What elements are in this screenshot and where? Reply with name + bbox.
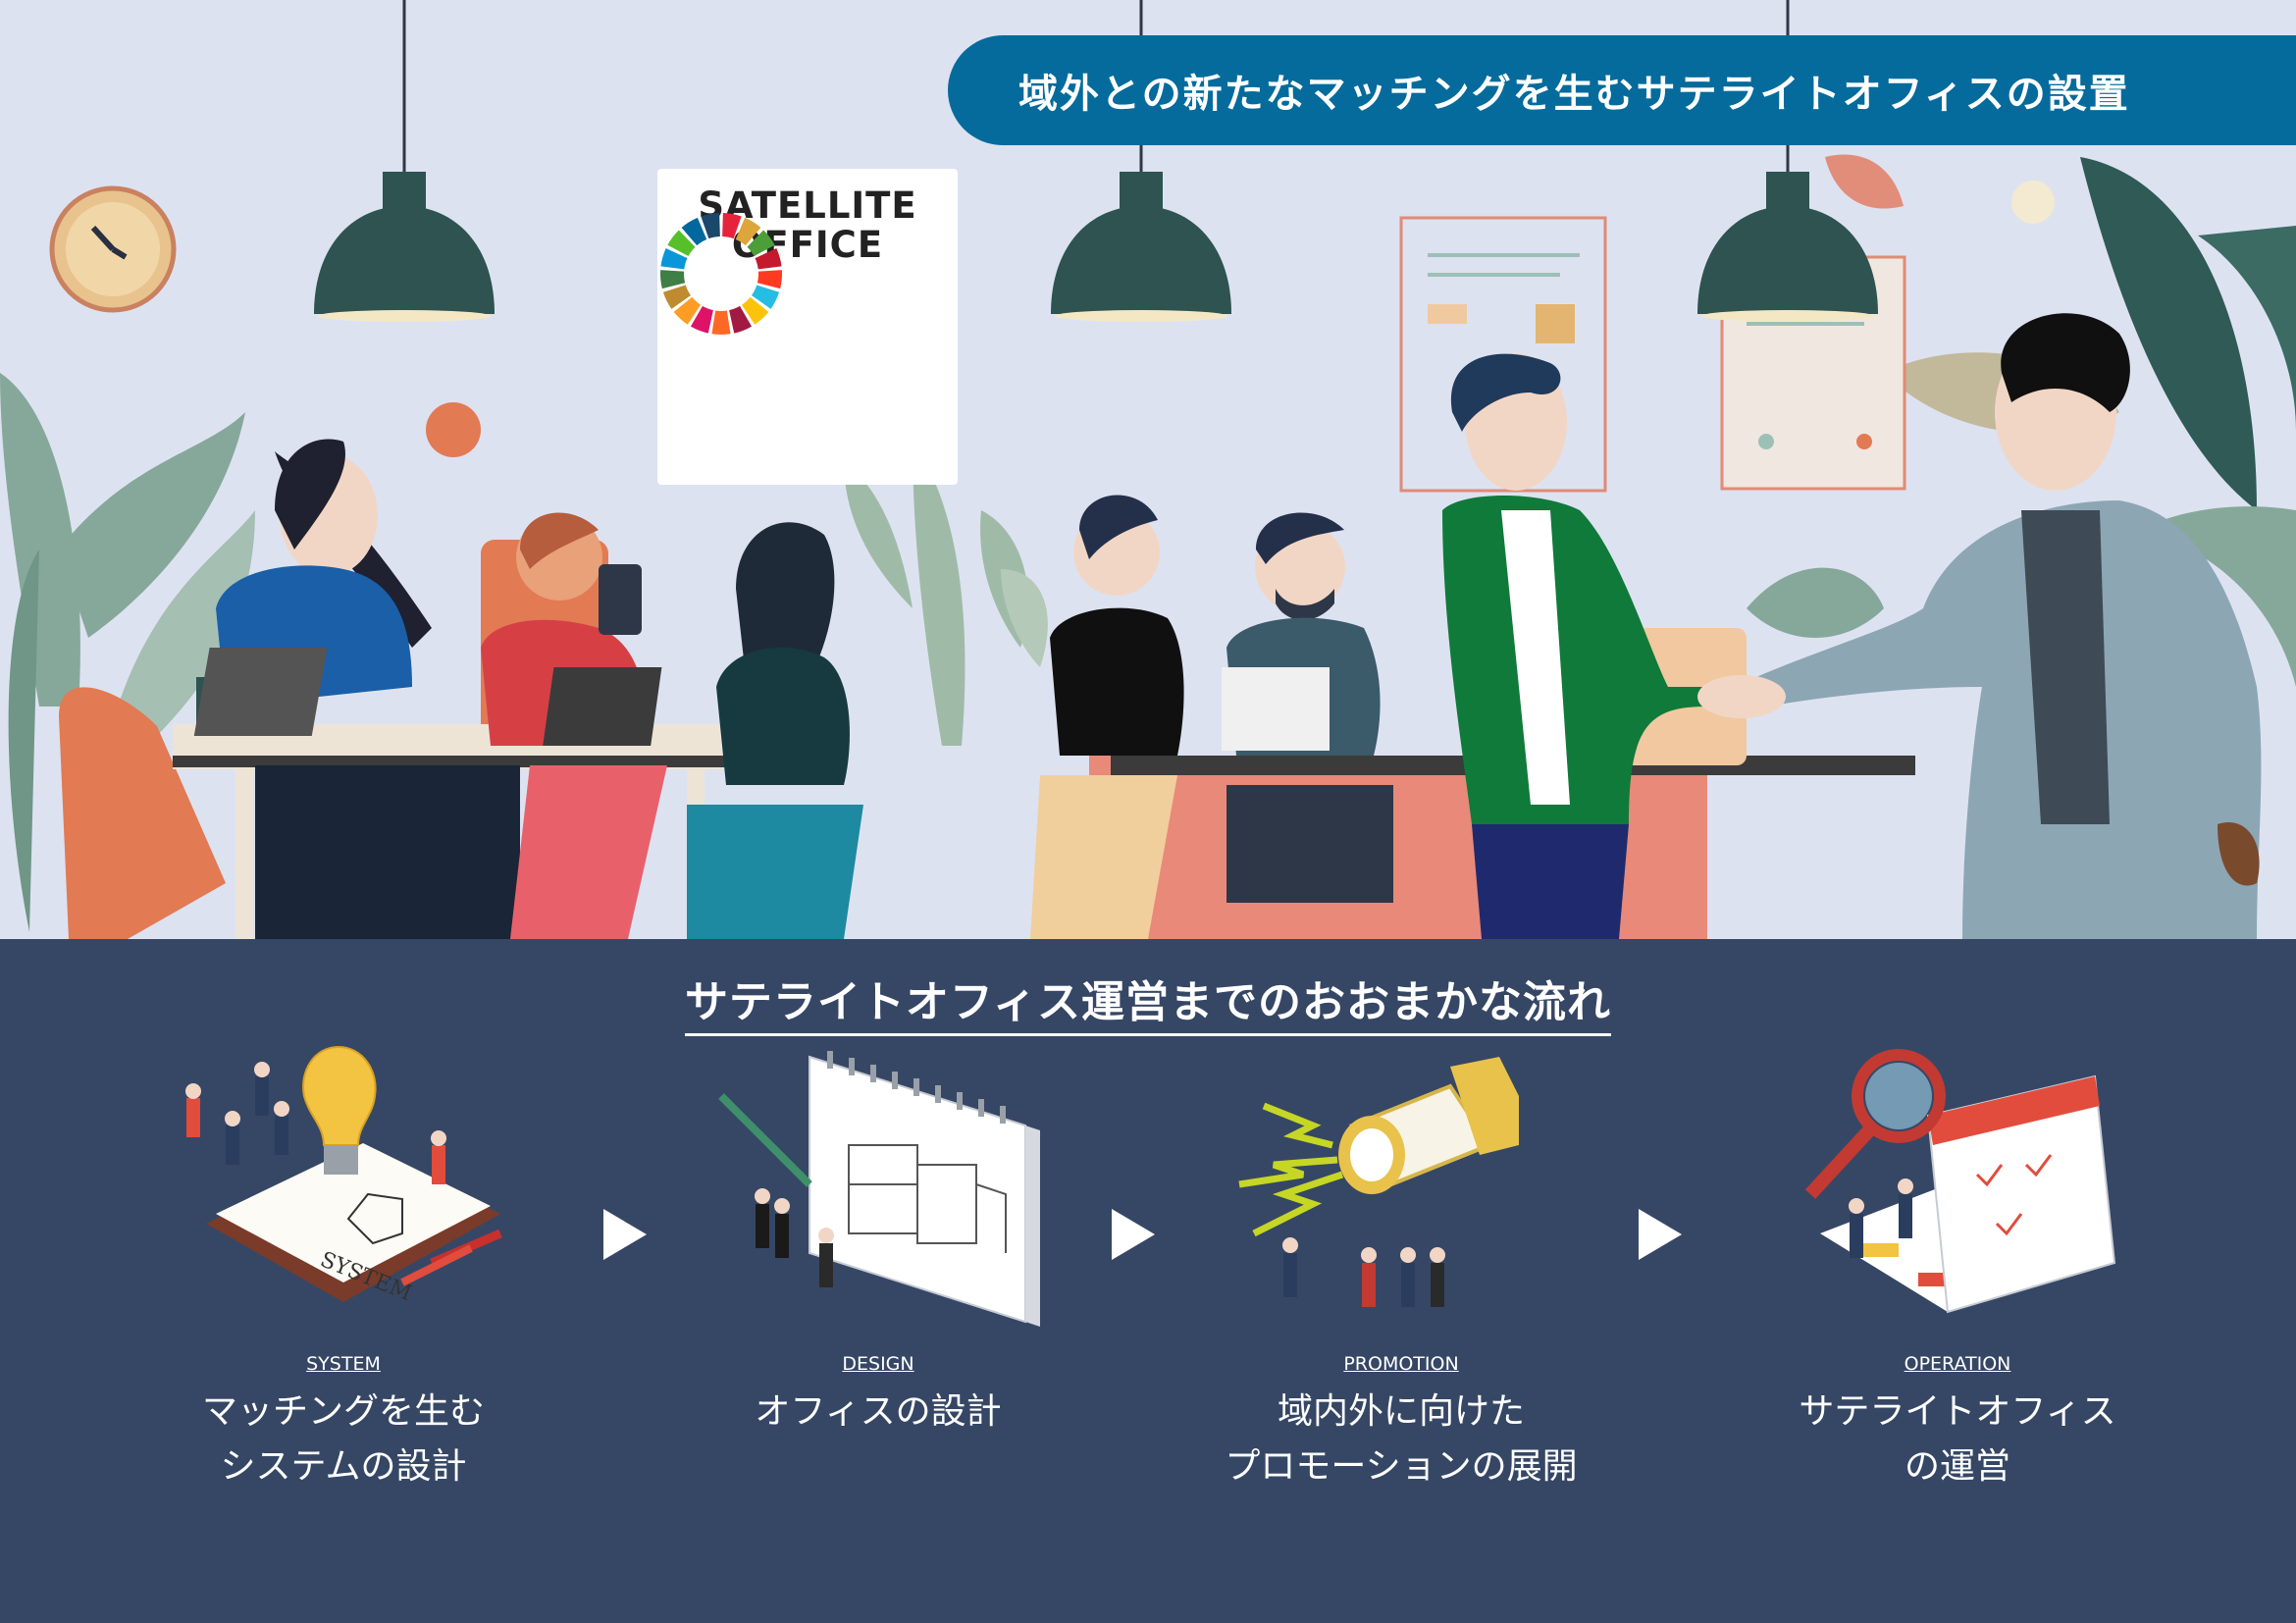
arrow-right-icon: [603, 1209, 647, 1260]
plant-center: [844, 442, 1048, 746]
sdg-segment: [757, 270, 782, 289]
sdg-segment: [735, 217, 761, 246]
sdg-wheel-icon: [660, 213, 782, 335]
person-man-green: [1442, 353, 1707, 939]
office-scene: [0, 0, 2296, 939]
step-design-en: DESIGN: [842, 1353, 914, 1375]
person-woman-teal: [687, 522, 863, 939]
sdg-segment: [681, 217, 707, 246]
plant-left: [0, 373, 255, 932]
sdg-segment: [741, 296, 769, 325]
sdg-segment: [660, 270, 686, 289]
megaphone-icon: [1238, 1057, 1519, 1307]
hero-illustration: 域外との新たなマッチングを生むサテライトオフィスの設置 SATELLITE OF…: [0, 0, 2296, 939]
person-man-gray: [1756, 313, 2262, 939]
lamp-icon: [314, 0, 1878, 322]
laptop-1: [193, 648, 328, 736]
sdg-segment: [711, 310, 731, 335]
decor-dot: [426, 402, 481, 457]
headline-text: 域外との新たなマッチングを生むサテライトオフィスの設置: [1018, 72, 2130, 117]
sdg-segment: [751, 285, 780, 309]
sdg-segment: [722, 213, 742, 239]
sdg-segment: [690, 305, 713, 334]
sdg-segment: [747, 230, 775, 257]
step-promotion-ja-1: 域内外に向けた: [1277, 1391, 1525, 1432]
handshake: [1697, 675, 1786, 718]
clock-icon: [49, 185, 177, 313]
magnifier-icon: [1804, 1049, 2116, 1314]
step-design-ja-1: オフィスの設計: [755, 1391, 1002, 1432]
step-design: DESIGN オフィスの設計: [662, 1037, 1094, 1440]
step-operation-ja-2: の運営: [1904, 1446, 2010, 1487]
headline-banner: 域外との新たなマッチングを生むサテライトオフィスの設置: [948, 35, 2296, 145]
lightbulb-icon: SYSTEM: [185, 1045, 502, 1306]
step-promotion-en: PROMOTION: [1343, 1353, 1459, 1375]
decor-dot-2: [2011, 181, 2055, 224]
arrow-right-icon: [1639, 1209, 1682, 1260]
sdg-segment: [755, 248, 782, 270]
arrow-right-icon: [1112, 1209, 1155, 1260]
laptop-2: [543, 667, 662, 746]
person-man-black: [1030, 495, 1184, 939]
step-operation-ja-1: サテライトオフィス: [1799, 1391, 2116, 1432]
sdg-segment: [660, 248, 688, 270]
laptop-3: [1222, 667, 1330, 751]
step-system-ja-2: システムの設計: [220, 1446, 467, 1487]
sdg-segment: [729, 305, 753, 334]
step-operation: OPERATION サテライトオフィス の運営: [1742, 1037, 2173, 1494]
calendar-icon: [718, 1051, 1040, 1327]
flow-section: サテライトオフィス運営までのおおまかな流れ SYSTEM SYSTEM マッチン…: [0, 939, 2296, 1623]
step-system-en: SYSTEM: [306, 1353, 381, 1375]
step-promotion: PROMOTION 域内外に向けた プロモーションの展開: [1185, 1037, 1617, 1494]
flow-title: サテライトオフィス運営までのおおまかな流れ: [0, 967, 2296, 1036]
step-system: SYSTEM SYSTEM マッチングを生む システムの設計: [128, 1037, 559, 1494]
satellite-office-logo: SATELLITE OFFICE: [657, 169, 958, 485]
sdg-segment: [662, 285, 692, 309]
sdg-segment: [673, 296, 702, 325]
poster-left: [1399, 216, 1607, 493]
sdg-segment: [667, 230, 696, 257]
step-promotion-ja-2: プロモーションの展開: [1225, 1446, 1578, 1487]
step-operation-en: OPERATION: [1904, 1353, 2011, 1375]
step-system-ja-1: マッチングを生む: [201, 1391, 485, 1432]
sdg-segment: [701, 213, 720, 239]
